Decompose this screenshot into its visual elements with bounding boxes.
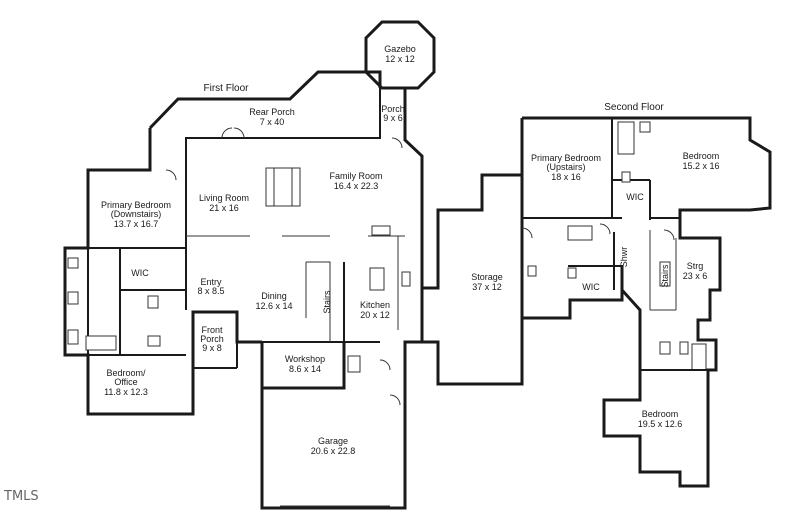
entry-name: Entry xyxy=(200,277,222,287)
family-room-name: Family Room xyxy=(329,171,382,181)
primary-down-name2: (Downstairs) xyxy=(111,209,162,219)
storage-name: Storage xyxy=(471,272,503,282)
bedroom-office-size: 11.8 x 12.3 xyxy=(104,387,148,397)
stairs-down-label: Stairs xyxy=(322,290,332,314)
family-room-size: 16.4 x 22.3 xyxy=(334,181,379,191)
strg-name: Strg xyxy=(687,261,704,271)
first-floor-label: First Floor xyxy=(204,83,250,94)
primary-down-name: Primary Bedroom xyxy=(101,200,171,210)
rear-porch-size: 7 x 40 xyxy=(260,117,285,127)
stairs-up-label: Stairs xyxy=(660,264,670,288)
garage-outline xyxy=(260,375,407,510)
living-room-size: 21 x 16 xyxy=(209,203,239,213)
strg-size: 23 x 6 xyxy=(683,271,708,281)
first-floor-outline xyxy=(148,70,382,130)
gazebo-name: Gazebo xyxy=(384,44,416,54)
garage-size: 20.6 x 22.8 xyxy=(311,446,356,456)
porch-size: 9 x 6 xyxy=(383,113,403,123)
storage-outline xyxy=(420,173,524,386)
shwr-label: Shwr xyxy=(619,247,629,268)
wic-up2-label: WIC xyxy=(582,282,600,292)
garage-name: Garage xyxy=(318,436,348,446)
bedroom-up1-name: Bedroom xyxy=(683,151,720,161)
workshop-size: 8.6 x 14 xyxy=(289,364,321,374)
living-room-name: Living Room xyxy=(199,193,249,203)
front-porch-name2: Porch xyxy=(200,334,224,344)
first-floor-walls xyxy=(63,20,436,510)
primary-up-name: Primary Bedroom xyxy=(531,153,601,163)
dining-name: Dining xyxy=(261,291,287,301)
mls-watermark: TMLS xyxy=(3,489,39,504)
second-floor-label: Second Floor xyxy=(604,102,664,113)
primary-up-name2: (Upstairs) xyxy=(546,162,585,172)
gazebo-size: 12 x 12 xyxy=(385,54,415,64)
dining-size: 12.6 x 14 xyxy=(255,301,292,311)
bedroom-up2-size: 19.5 x 12.6 xyxy=(638,419,683,429)
primary-up-size: 18 x 16 xyxy=(551,172,581,182)
bedroom-office-name: Bedroom/ xyxy=(106,368,146,378)
wic-down-label: WIC xyxy=(131,268,149,278)
entry-size: 8 x 8.5 xyxy=(197,286,224,296)
kitchen-name: Kitchen xyxy=(360,300,390,310)
porch-name: Porch xyxy=(381,104,405,114)
kitchen-size: 20 x 12 xyxy=(360,310,390,320)
rear-porch-name: Rear Porch xyxy=(249,107,295,117)
storage-size: 37 x 12 xyxy=(472,282,502,292)
front-porch-name: Front xyxy=(201,325,223,335)
bedroom-up2-name: Bedroom xyxy=(642,409,679,419)
second-floor-outline xyxy=(522,116,772,488)
bedroom-office-name2: Office xyxy=(114,377,137,387)
front-porch-size: 9 x 8 xyxy=(202,343,222,353)
wic-up1-label: WIC xyxy=(626,192,644,202)
primary-down-size: 13.7 x 16.7 xyxy=(114,219,159,229)
workshop-name: Workshop xyxy=(285,354,325,364)
bedroom-up1-size: 15.2 x 16 xyxy=(682,161,719,171)
second-floor-walls xyxy=(420,116,772,488)
gazebo-outline xyxy=(364,20,436,90)
